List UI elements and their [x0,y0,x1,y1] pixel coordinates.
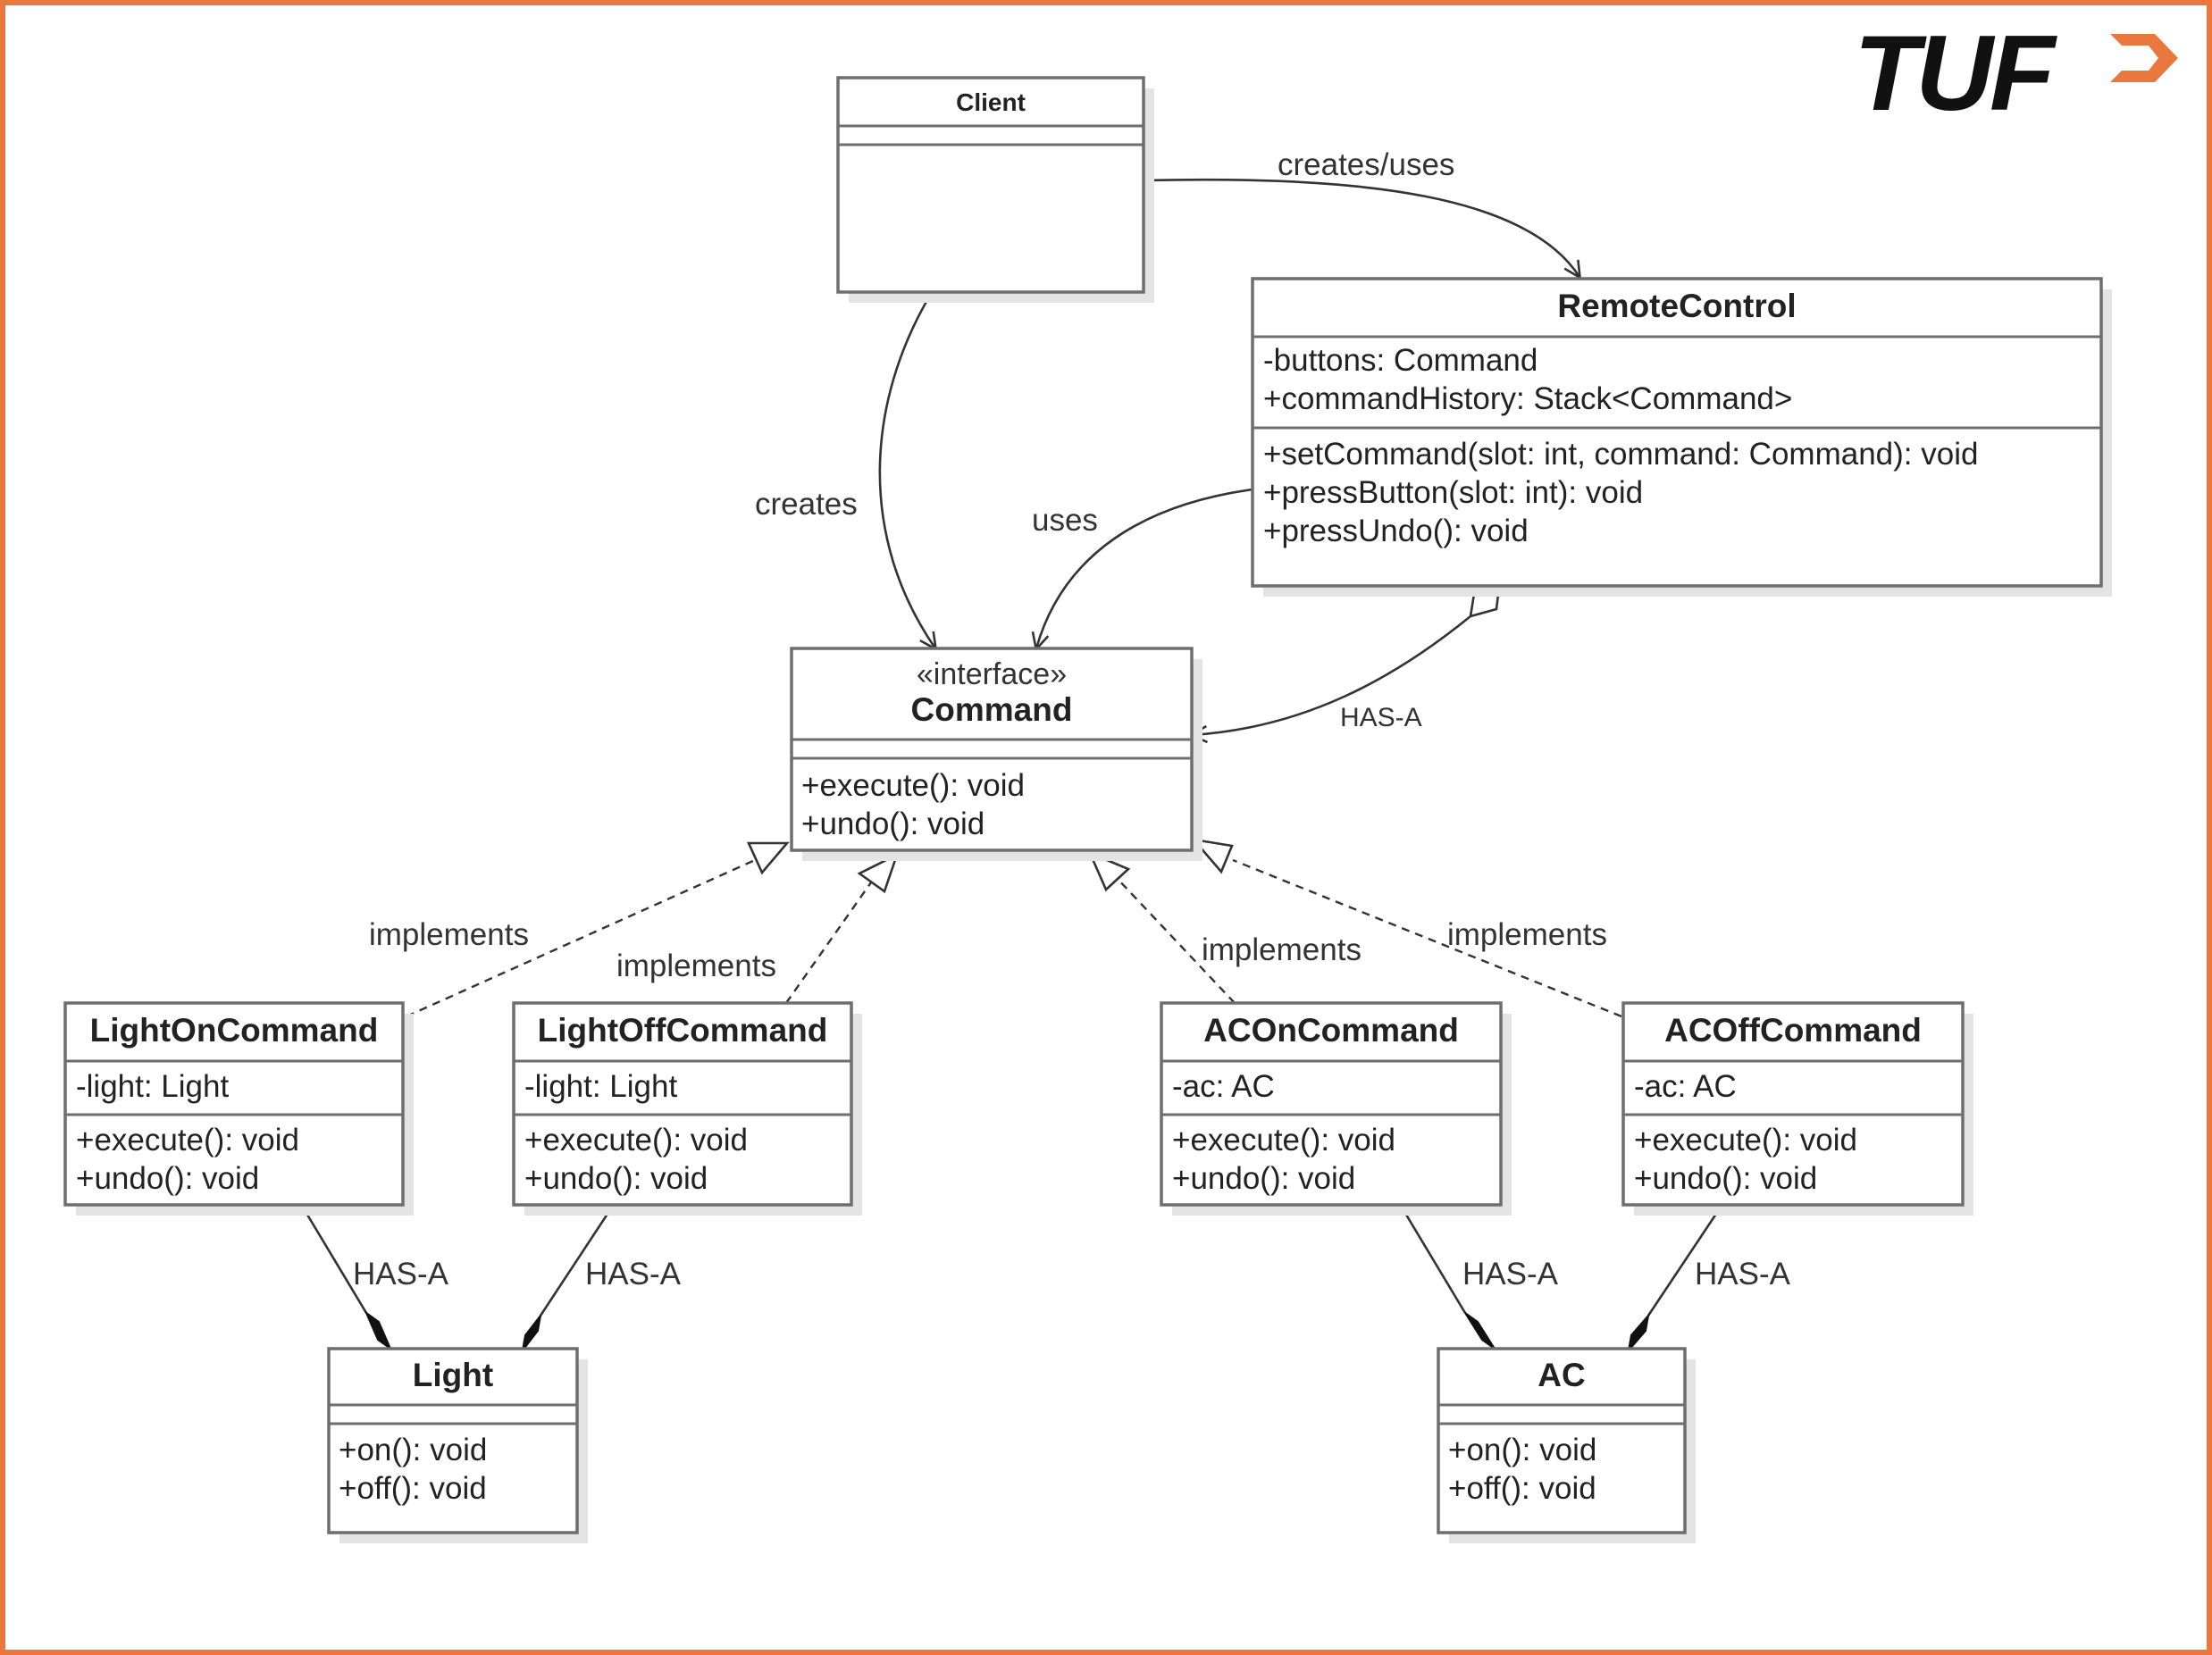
edge-label-has-a-ac-on: HAS-A [1462,1257,1559,1291]
class-name: LightOffCommand [538,1012,828,1049]
edge-label-has-a-remote: HAS-A [1340,703,1422,732]
method: +undo(): void [76,1161,259,1196]
edge-label-implements-ac-on: implements [1202,932,1362,967]
class-light-off-command[interactable]: LightOffCommand -light: Light +execute()… [512,1001,862,1216]
class-ac-on-command[interactable]: ACOnCommand -ac: AC +execute(): void +un… [1160,1001,1512,1216]
class-name: RemoteControl [1557,288,1796,324]
class-name: LightOnCommand [90,1012,379,1049]
method: +on(): void [1448,1433,1596,1467]
method: +execute(): void [1634,1123,1857,1158]
edge-label-implements-light-on: implements [369,917,529,952]
attribute: -light: Light [524,1069,677,1104]
method: +execute(): void [1172,1123,1395,1158]
attribute: +commandHistory: Stack<Command> [1263,381,1792,416]
logo-text: TUF [1854,13,2057,133]
class-command-interface[interactable]: «interface» Command +execute(): void +un… [790,647,1202,861]
method: +off(): void [339,1471,487,1506]
method: +undo(): void [801,807,985,841]
edge-label-creates: creates [755,487,858,522]
edge-implements-ac-on [1116,877,1236,1004]
edge-label-has-a-ac-off: HAS-A [1695,1257,1791,1291]
edge-client-command [878,293,935,648]
method: +execute(): void [801,768,1025,803]
class-name: Light [413,1357,493,1393]
tuf-logo: TUF [1854,13,2178,133]
realization-triangle-2 [857,852,900,894]
class-remote-control[interactable]: RemoteControl -buttons: Command +command… [1251,277,2112,597]
edge-lighton-hasa-light [300,1205,368,1314]
edges: creates/uses creates uses HAS-A implemen… [300,147,1791,1354]
edge-acon-hasa-ac [1399,1205,1467,1314]
method: +pressUndo(): void [1263,514,1529,548]
edge-lightoff-hasa-light [539,1205,615,1316]
edge-client-remote [1144,178,1579,277]
composition-diamond-3 [1464,1312,1496,1350]
composition-diamond-2 [522,1315,541,1351]
attribute: -light: Light [76,1069,229,1104]
class-name: ACOnCommand [1203,1012,1459,1049]
realization-triangle-1 [746,841,790,875]
method: +undo(): void [1634,1161,1817,1196]
class-light[interactable]: Light +on(): void +off(): void [327,1347,588,1543]
method: +setCommand(slot: int, command: Command)… [1263,437,1978,472]
edge-label-uses: uses [1032,503,1098,538]
edge-label-has-a-light-off: HAS-A [585,1257,682,1291]
edge-implements-light-off [785,882,872,1004]
realization-triangle-4 [1190,838,1234,874]
logo-arrow-icon [2110,34,2178,82]
class-name: Command [911,691,1073,728]
class-name: ACOffCommand [1664,1012,1922,1049]
composition-diamond-4 [1627,1312,1650,1354]
attribute: -ac: AC [1172,1069,1275,1104]
class-client[interactable]: Client [836,76,1154,303]
attribute: -buttons: Command [1263,343,1538,378]
composition-diamond-1 [364,1310,393,1351]
edge-label-has-a-light-on: HAS-A [353,1257,449,1291]
attribute: -ac: AC [1634,1069,1737,1104]
class-ac-off-command[interactable]: ACOffCommand -ac: AC +execute(): void +u… [1621,1001,1973,1216]
method: +undo(): void [524,1161,708,1196]
stereotype: «interface» [917,657,1067,691]
method: +pressButton(slot: int): void [1263,475,1643,510]
edge-label-implements-light-off: implements [616,949,776,983]
edge-implements-ac-off [1232,858,1622,1018]
edge-label-implements-ac-off: implements [1447,917,1607,952]
class-name: AC [1538,1357,1585,1393]
method: +on(): void [339,1433,487,1467]
edge-remote-hasa-command [1192,614,1471,735]
class-light-on-command[interactable]: LightOnCommand -light: Light +execute():… [63,1001,414,1216]
edge-implements-light-on [406,858,756,1018]
edge-acoff-hasa-ac [1646,1205,1723,1316]
method: +undo(): void [1172,1161,1355,1196]
class-ac[interactable]: AC +on(): void +off(): void [1437,1347,1696,1543]
method: +off(): void [1448,1471,1596,1506]
edge-label-creates-uses: creates/uses [1278,147,1454,182]
class-name: Client [956,88,1026,116]
method: +execute(): void [76,1123,299,1158]
method: +execute(): void [524,1123,748,1158]
edge-remote-uses-command [1036,488,1253,648]
